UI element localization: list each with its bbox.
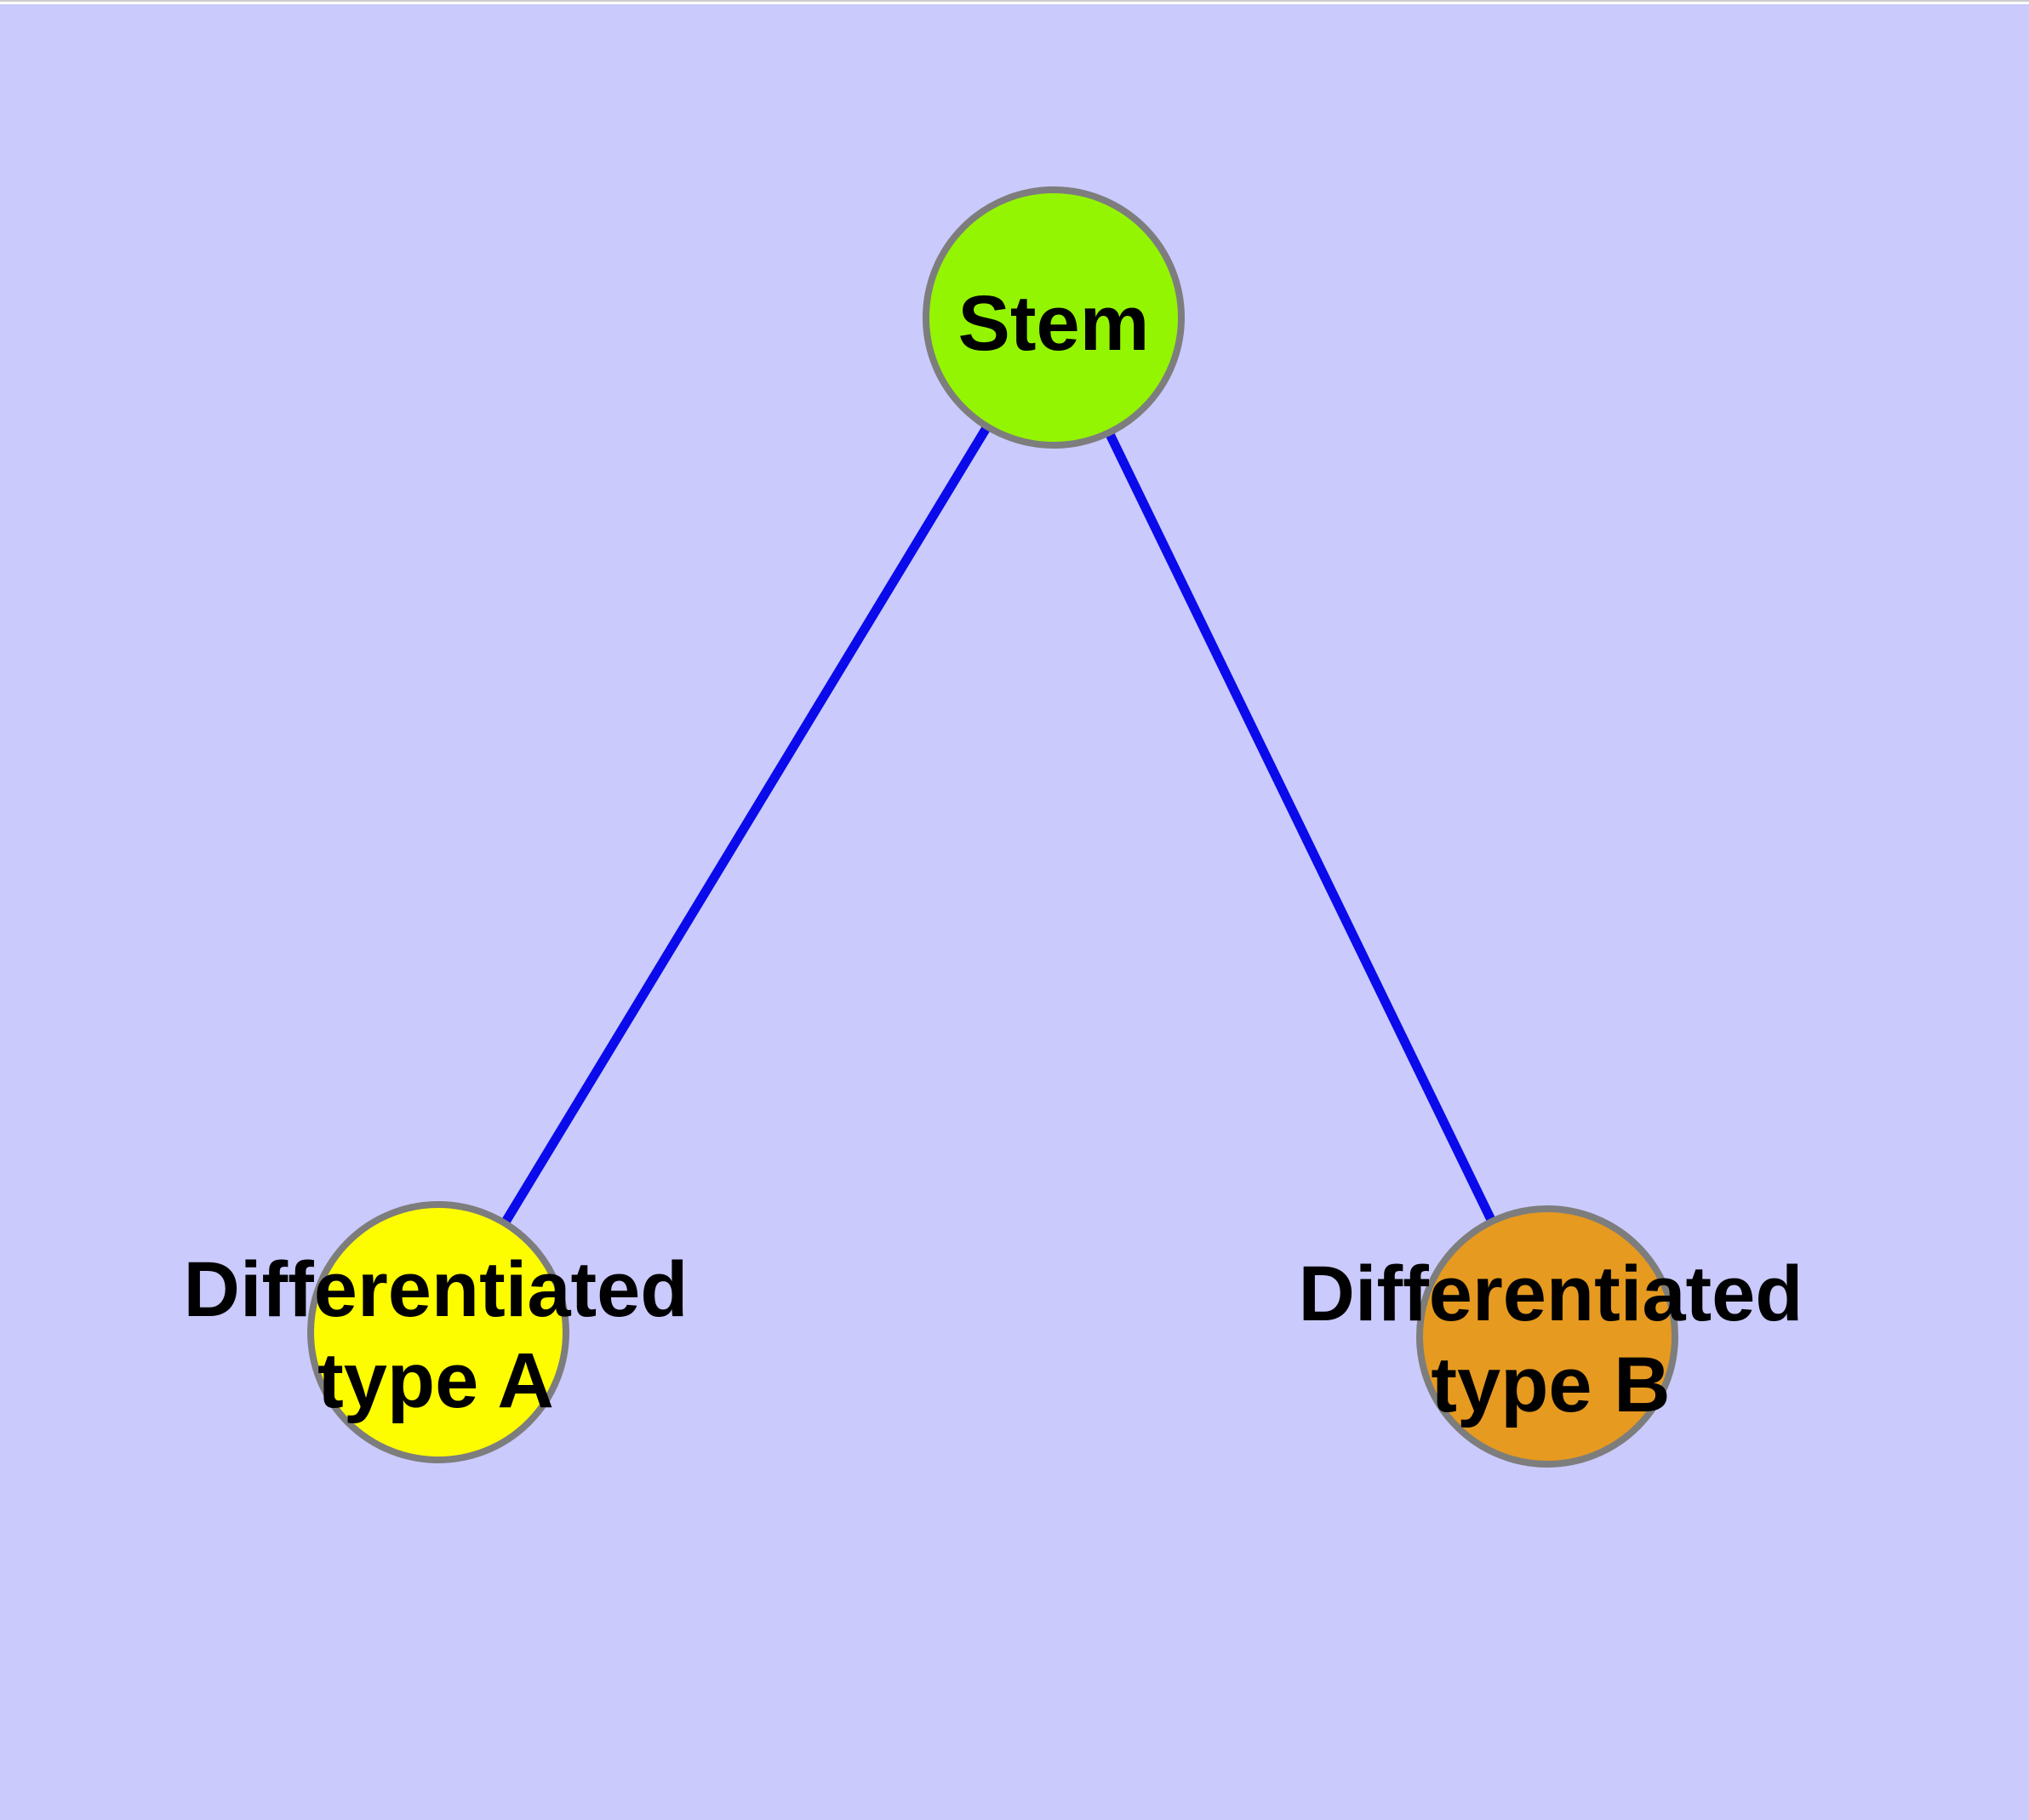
node-differentiated-type-b: [1416, 1205, 1678, 1468]
node-stem: [923, 186, 1185, 449]
node-differentiated-type-a: [307, 1201, 569, 1463]
node-label-type-b-line2: type B: [1431, 1342, 1670, 1428]
node-label-type-b-line1: Differentiated: [1299, 1251, 1803, 1337]
node-label-type-a-line1: Differentiated: [184, 1246, 689, 1333]
top-hairline: [0, 0, 2029, 2]
node-label-stem: Stem: [958, 280, 1150, 367]
node-label-type-a-line2: type A: [317, 1337, 554, 1424]
edge-stem-to-type-a: [500, 424, 992, 1226]
edge-stem-to-type-b: [1105, 430, 1496, 1224]
